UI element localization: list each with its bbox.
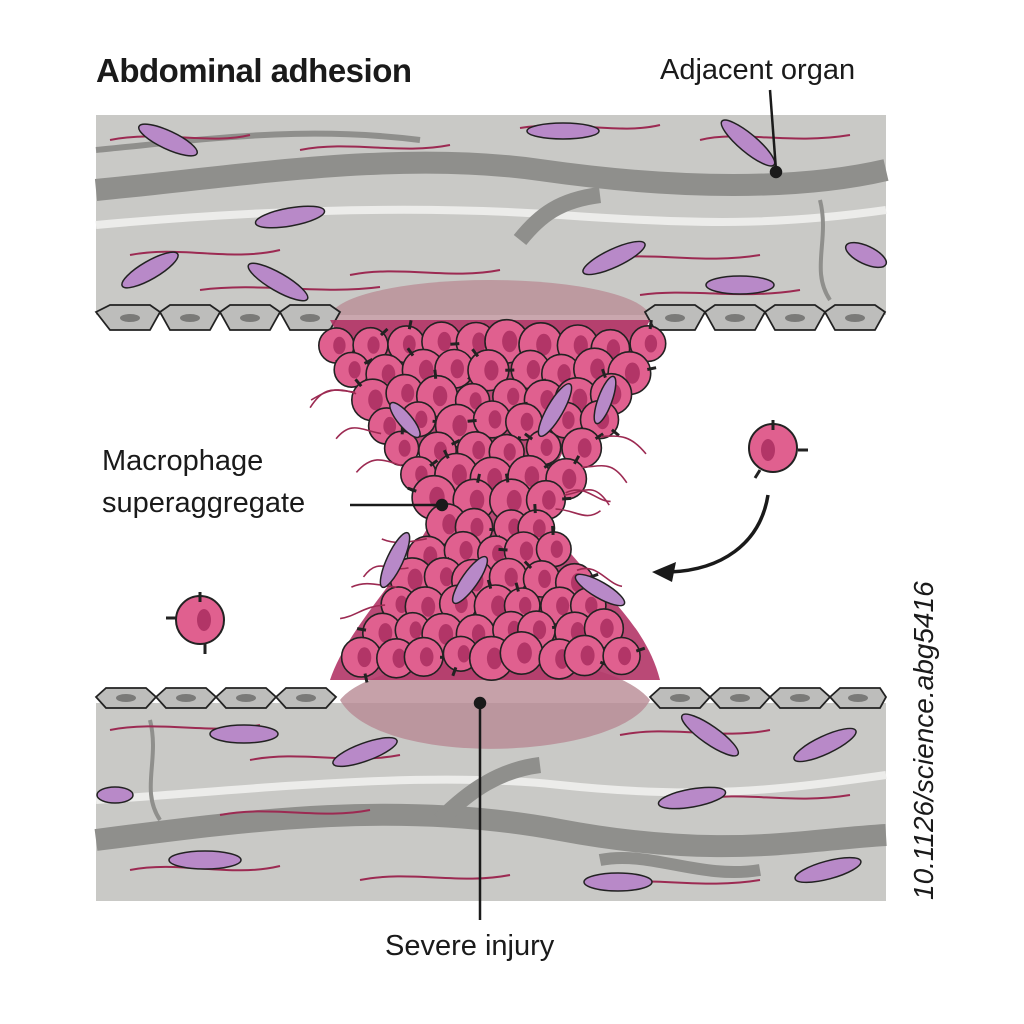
free-macrophage-right <box>748 420 808 479</box>
macrophage-cell <box>505 349 551 390</box>
free-macrophage-left <box>166 592 225 654</box>
figure-title: Abdominal adhesion <box>96 52 412 89</box>
adjacent-organ-label: Adjacent organ <box>660 54 856 86</box>
macrophage-cells <box>309 318 667 683</box>
collagen-strand <box>600 435 647 455</box>
macrophage-cell <box>352 326 389 364</box>
collagen-strand <box>555 508 601 517</box>
macrophage-label-line2: superaggregate <box>102 487 306 519</box>
macrophage-cell <box>535 525 572 568</box>
collagen-strand <box>576 567 623 588</box>
severe-injury-label: Severe injury <box>385 930 555 962</box>
aggregate-fibroblasts <box>379 375 626 607</box>
macrophage-superaggregate-label: Macrophage superaggregate <box>102 440 305 524</box>
collagen-strand <box>309 389 356 409</box>
macrophage-cell <box>333 351 374 388</box>
doi-label: 10.1126/science.abg5416 <box>908 581 939 900</box>
lower-mesothelium <box>94 687 888 709</box>
macrophage-label-line1: Macrophage <box>102 445 264 477</box>
lower-organ-tissue <box>94 703 887 901</box>
macrophage-cell <box>467 400 512 439</box>
collagen-strand <box>335 427 382 440</box>
collagen-strand <box>355 459 402 473</box>
macrophage-superaggregate <box>309 318 667 683</box>
collagen-strand <box>581 464 628 484</box>
lower-injury-zone <box>340 658 650 749</box>
collagen-strand <box>351 582 397 588</box>
leader-lines <box>350 89 783 920</box>
upper-mesothelium <box>94 304 887 331</box>
macrophage-cell <box>467 348 510 392</box>
macrophage-cell <box>563 634 610 677</box>
fibroblasts <box>96 713 862 892</box>
fibroblasts <box>121 119 888 302</box>
macrophage-cell <box>602 636 646 676</box>
macrophage-cell <box>383 425 420 467</box>
macrophage-cell <box>340 636 383 683</box>
collagen-strand <box>565 489 611 503</box>
macrophage-cell <box>629 319 667 363</box>
macrophage-cell <box>403 636 450 678</box>
macrophage-cell <box>499 630 549 675</box>
collagen-strand <box>339 604 386 620</box>
migration-arrow <box>652 494 770 582</box>
